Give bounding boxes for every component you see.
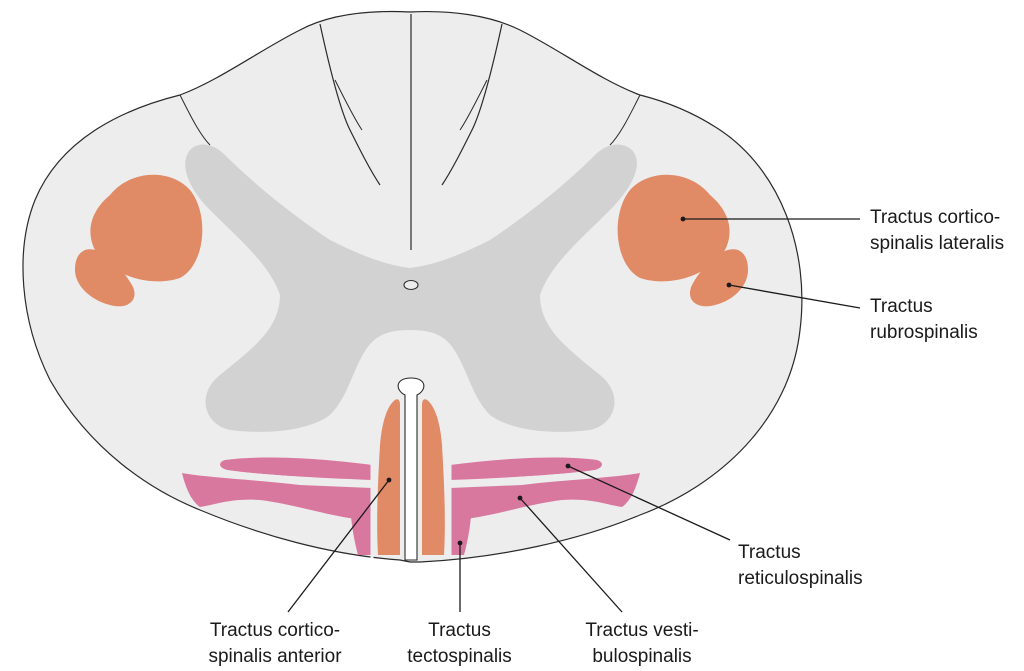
tract-reticulospinalis-left: [220, 457, 372, 480]
tract-corticospinalis-anterior-right: [422, 399, 445, 555]
dot-reticulospinalis: [565, 463, 571, 469]
leader-rubrospinalis: [728, 284, 861, 309]
leader-lines: [287, 218, 861, 613]
tract-separator-right: [448, 462, 597, 558]
tract-reticulospinalis-right: [450, 457, 602, 480]
central-canal: [403, 279, 419, 291]
tract-tectospinalis-right: [450, 494, 472, 555]
label-line: Tractus: [428, 620, 491, 641]
dot-rubrospinalis: [726, 282, 732, 288]
tract-separator-left: [225, 462, 374, 558]
tract-corticospinalis-lateralis-left: [90, 174, 203, 282]
dot-corticospinalis-anterior: [386, 477, 392, 483]
dorsal-root-line-right: [609, 94, 641, 146]
label-line: rubrospinalis: [870, 322, 978, 343]
leader-corticospinalis-anterior: [287, 479, 390, 613]
dorsal-root-line-left: [179, 94, 211, 146]
leader-dots: [386, 216, 732, 546]
tract-corticospinalis-anterior-left: [377, 399, 400, 555]
label-reticulospinalis: Tractus reticulospinalis: [738, 540, 863, 592]
dorsal-horn-tip-right: [459, 79, 488, 131]
label-line: Tractus vesti-: [585, 620, 699, 641]
leader-reticulospinalis: [567, 465, 731, 541]
label-line: reticulospinalis: [738, 568, 863, 589]
label-line: Tractus cortico-: [209, 620, 341, 641]
label-line: Tractus: [870, 296, 933, 317]
tract-vestibulospinalis-left: [182, 473, 372, 520]
label-vestibulospinalis: Tractus vesti- bulospinalis: [572, 618, 712, 670]
label-tectospinalis: Tractus tectospinalis: [392, 618, 527, 670]
label-corticospinalis-lateralis: Tractus cortico- spinalis lateralis: [870, 205, 1004, 257]
tract-rubrospinalis-left: [75, 249, 135, 307]
leader-vestibulospinalis: [519, 497, 623, 613]
label-line: spinalis anterior: [208, 646, 342, 667]
label-corticospinalis-anterior: Tractus cortico- spinalis anterior: [190, 618, 360, 670]
label-line: Tractus: [738, 542, 801, 563]
dorsal-horn-tip-left: [334, 79, 363, 131]
label-rubrospinalis: Tractus rubrospinalis: [870, 294, 978, 346]
tract-corticospinalis-lateralis-right: [617, 174, 730, 282]
label-line: Tractus cortico-: [870, 207, 1001, 228]
tract-vestibulospinalis-right: [450, 473, 640, 520]
label-line: spinalis lateralis: [870, 233, 1005, 254]
dot-tectospinalis: [457, 540, 463, 546]
label-line: tectospinalis: [407, 646, 512, 667]
dot-corticospinalis-lateralis: [680, 216, 686, 222]
dot-vestibulospinalis: [517, 495, 523, 501]
tract-rubrospinalis-right: [689, 249, 748, 307]
dorsal-intermediate-line-right: [441, 23, 503, 186]
dorsal-intermediate-line-left: [319, 23, 381, 186]
label-line: bulospinalis: [592, 646, 692, 667]
anterior-median-fissure: [397, 377, 425, 561]
